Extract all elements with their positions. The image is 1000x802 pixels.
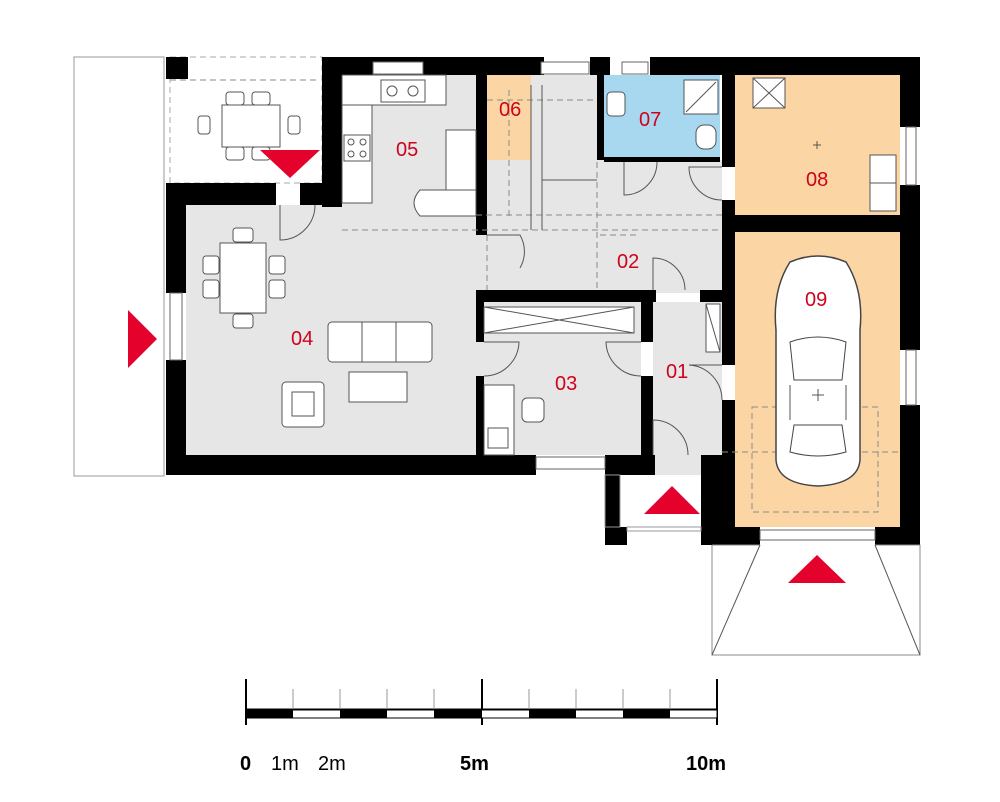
bathroom-fixtures bbox=[606, 79, 719, 150]
scale-label-10m: 10m bbox=[686, 753, 726, 775]
room-label-06: 06 bbox=[499, 99, 521, 121]
room-label-09: 09 bbox=[805, 289, 827, 311]
floor-room-02 bbox=[476, 160, 722, 293]
stairs bbox=[508, 85, 597, 230]
room-label-05: 05 bbox=[396, 139, 418, 161]
scale-label-0: 0 bbox=[240, 753, 251, 775]
terrace-left bbox=[73, 56, 165, 477]
room-label-01: 01 bbox=[666, 361, 688, 383]
room-label-02: 02 bbox=[617, 251, 639, 273]
driveway bbox=[711, 544, 921, 656]
scale-label-2m: 2m bbox=[318, 753, 346, 775]
scale-label-1m: 1m bbox=[271, 753, 299, 775]
hall-wardrobe bbox=[705, 303, 721, 353]
scale-label-5m: 5m bbox=[460, 753, 489, 775]
room-label-04: 04 bbox=[291, 328, 313, 350]
room-label-03: 03 bbox=[555, 373, 577, 395]
scale-bar bbox=[245, 679, 718, 725]
room-label-07: 07 bbox=[639, 109, 661, 131]
garage-entrance-arrow-icon bbox=[788, 555, 846, 583]
terrace-arrow-icon bbox=[260, 150, 320, 178]
doors bbox=[279, 161, 723, 456]
kitchen-furniture bbox=[341, 74, 477, 217]
room-label-08: 08 bbox=[806, 169, 828, 191]
dining-table bbox=[202, 227, 286, 329]
car-icon bbox=[774, 255, 862, 487]
windows bbox=[169, 61, 917, 541]
side-entrance-arrow-icon bbox=[128, 310, 157, 368]
main-entrance-arrow-icon bbox=[644, 486, 700, 514]
office-furniture bbox=[483, 306, 635, 456]
walls bbox=[166, 57, 920, 545]
utility-fixtures bbox=[752, 77, 897, 212]
living-furniture bbox=[281, 321, 433, 428]
